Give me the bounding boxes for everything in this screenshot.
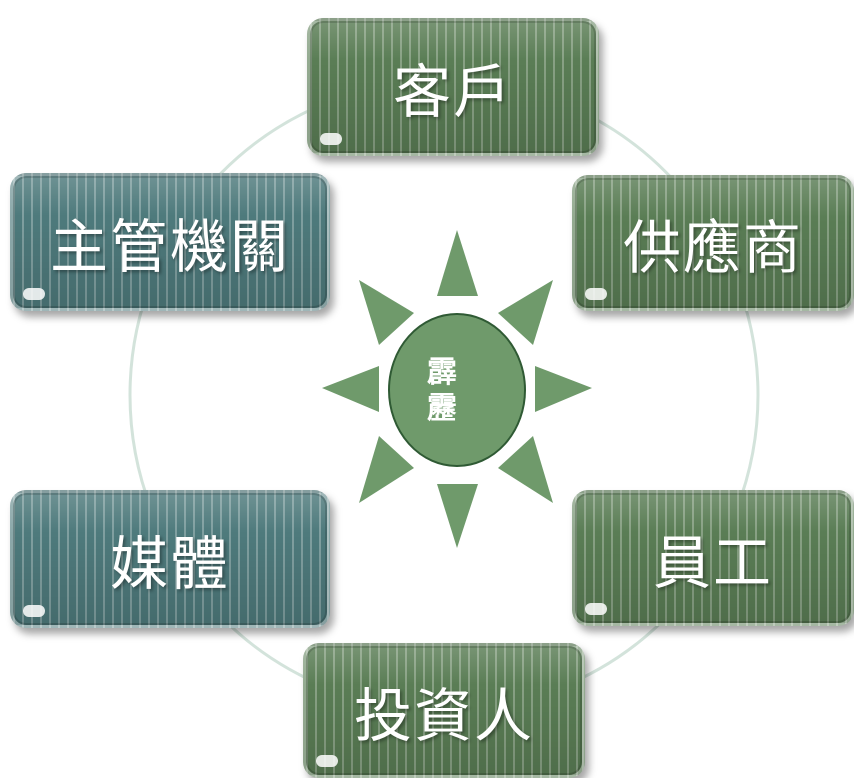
node-investors-label: 投資人 <box>353 681 534 750</box>
center-label: 霹 靂 <box>412 355 472 427</box>
sun-center <box>388 313 526 467</box>
node-employees: 員工 <box>572 490 854 626</box>
center-label-line2: 靂 <box>427 391 457 426</box>
node-suppliers: 供應商 <box>572 175 854 311</box>
node-customers-label: 客戶 <box>392 58 513 126</box>
ray-bottom-left <box>359 436 414 503</box>
sun-rays <box>322 230 592 548</box>
ray-top-right <box>498 280 553 345</box>
node-regulators: 主管機關 <box>10 173 330 311</box>
ray-right <box>535 366 592 412</box>
node-investors: 投資人 <box>303 643 585 778</box>
node-gloss <box>320 133 342 145</box>
ray-top-left <box>359 280 414 345</box>
node-media-label: 媒體 <box>109 530 230 598</box>
node-suppliers-label: 供應商 <box>622 214 803 282</box>
node-media: 媒體 <box>10 490 330 628</box>
ray-top <box>437 230 478 296</box>
center-label-line1: 霹 <box>427 355 457 390</box>
ray-left <box>322 366 379 412</box>
node-regulators-label: 主管機關 <box>49 213 290 281</box>
ray-bottom-right <box>498 436 553 503</box>
node-gloss <box>585 288 607 300</box>
node-gloss <box>585 603 607 615</box>
node-customers: 客戶 <box>307 18 599 156</box>
node-gloss <box>316 755 338 767</box>
node-gloss <box>23 288 45 300</box>
node-employees-label: 員工 <box>652 529 773 597</box>
ray-bottom <box>437 484 478 548</box>
node-gloss <box>23 605 45 617</box>
